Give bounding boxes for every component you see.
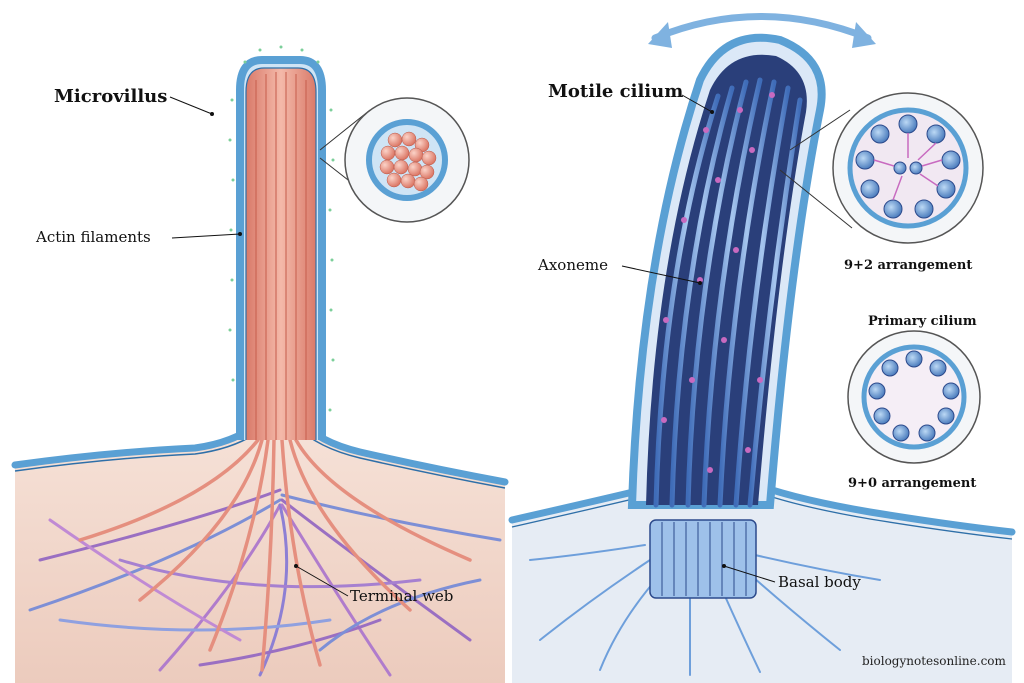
actin-roots	[78, 438, 472, 672]
actin-filament-bundle	[255, 72, 307, 440]
terminal-web	[28, 488, 502, 677]
label-basal-body: Basal body	[778, 573, 861, 591]
leader-actin	[171, 233, 241, 239]
label-9-2-arrangement: 9+2 arrangement	[844, 258, 973, 273]
label-9-0-arrangement: 9+0 arrangement	[848, 476, 977, 491]
label-primary-cilium: Primary cilium	[868, 314, 977, 329]
microvillus-panel	[11, 45, 509, 683]
source-credit: biologynotesonline.com	[862, 654, 1006, 668]
cilium-panel	[508, 13, 1016, 683]
beat-motion-arrow	[651, 13, 872, 42]
leader-axoneme	[621, 265, 701, 284]
leader-microvillus	[169, 96, 213, 115]
label-axoneme: Axoneme	[538, 256, 608, 274]
microtubule-doublets	[653, 77, 803, 508]
basal-body	[649, 519, 757, 599]
leader-terminal-web	[295, 565, 349, 597]
glycocalyx	[228, 45, 335, 412]
leader-basal-body	[723, 565, 776, 583]
cross-section-9-2	[832, 92, 984, 244]
cross-section-9-0	[847, 330, 981, 464]
axoneme-core	[646, 54, 807, 505]
label-microvillus: Microvillus	[54, 86, 168, 107]
leader-motile-cilium	[681, 94, 713, 113]
label-terminal-web: Terminal web	[350, 587, 454, 605]
dynein-arms	[661, 92, 775, 473]
label-actin-filaments: Actin filaments	[36, 228, 151, 246]
label-motile-cilium: Motile cilium	[548, 81, 684, 102]
microvillus-cross-section	[344, 97, 470, 223]
